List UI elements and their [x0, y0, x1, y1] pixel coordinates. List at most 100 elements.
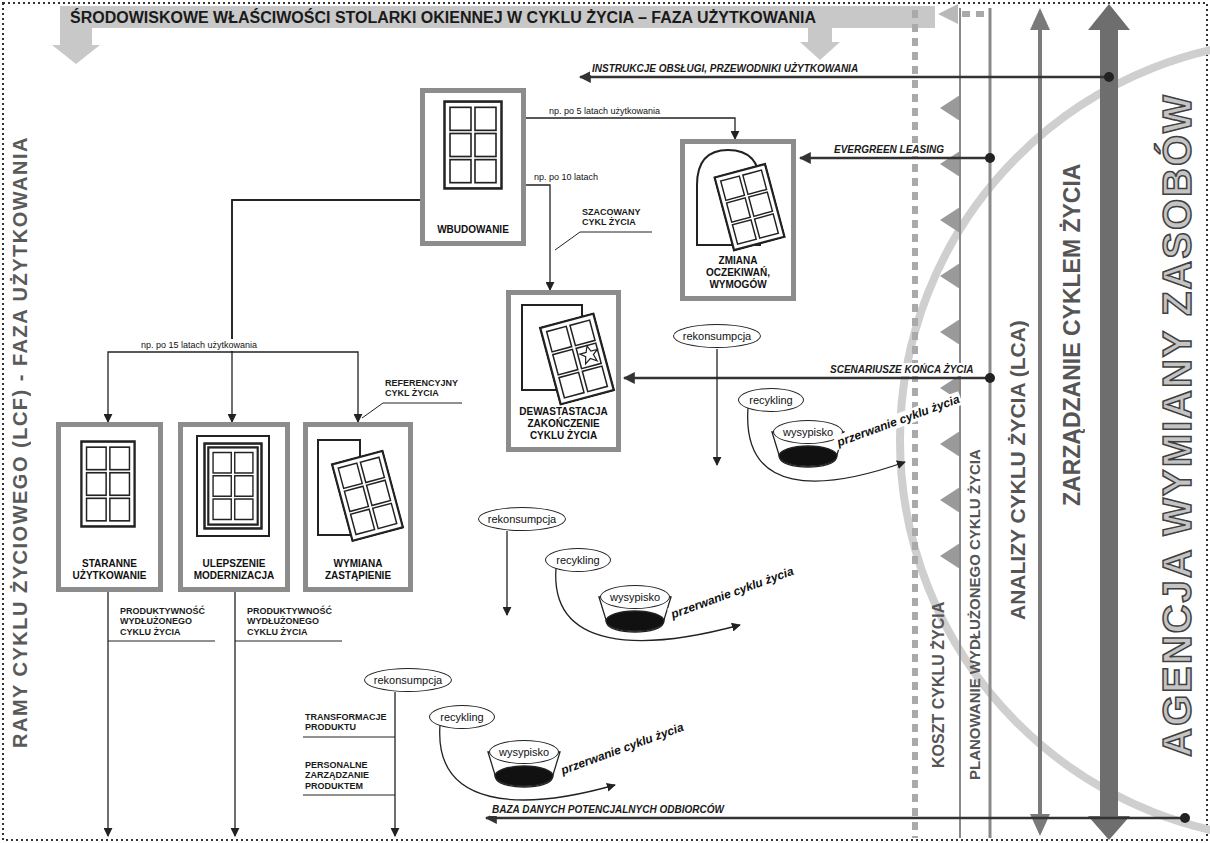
landfill-bucket	[488, 432, 844, 787]
node-text: rekonsumpcja	[488, 513, 556, 525]
oval-node: recykling	[545, 548, 611, 572]
landfill-bucket	[606, 611, 664, 631]
arrow-dot	[1104, 72, 1114, 82]
connector	[526, 185, 550, 290]
info-arrow	[800, 157, 990, 160]
flow-arrow	[394, 692, 395, 836]
arrow-label: EVERGREEN LEASING	[832, 143, 946, 156]
title-arrow	[52, 4, 958, 64]
info-arrow	[486, 77, 1185, 818]
window-drawing	[540, 314, 614, 405]
node-text: WYMIANA ZASTĄPIENIE	[311, 558, 405, 582]
flow-arrow	[234, 592, 235, 836]
arrow-label: INSTRUKCJE OBSŁUGI, PRZEWODNIKI UŻYTKOWA…	[590, 62, 860, 75]
band-label: RAMY CYKLU ŻYCIOWEGO (LCF) - FAZA UŻYTKO…	[6, 70, 34, 815]
note-label: TRANSFORMACJE PRODUKTU	[305, 712, 387, 733]
oval-node: rekonsumpcja	[364, 668, 452, 692]
edge-label: np. po 10 latach	[533, 171, 599, 183]
title-arrow	[52, 6, 935, 64]
band-lines	[1030, 8, 1050, 30]
title-arrow	[800, 28, 840, 60]
leader-line	[303, 737, 395, 738]
leader-line	[108, 232, 652, 795]
oval-node: rekonsumpcja	[673, 324, 761, 348]
node-text: rekonsumpcja	[374, 674, 442, 686]
note-label: PERSONALNE ZARZĄDZANIE PRODUKTEM	[305, 760, 387, 791]
note-label: REFERENCYJNY CYKL ŻYCIA	[385, 378, 465, 399]
window-box: ULEPSZENIE MODERNIZACJA	[178, 422, 290, 592]
band-lines	[959, 8, 961, 838]
diagram-title: ŚRODOWISKOWE WŁAŚCIWOŚCI STOLARKI OKIENN…	[70, 8, 816, 28]
window-box: WBUDOWANIE	[420, 88, 526, 246]
dotted-boundary	[915, 10, 990, 838]
node-text: wysypisko	[783, 426, 833, 438]
note-label: PRODUKTYWNOŚĆ WYDŁUŻONEGO CYKLU ŻYCIA	[247, 606, 342, 637]
note-label: SZACOWANY CYKL ŻYCIA	[582, 207, 654, 228]
break-label: przerwanie cyklu życia	[667, 563, 797, 622]
node-text: DEWASTASTACJA ZAKOŃCZENIE CYKLU ŻYCIA	[514, 406, 613, 442]
oval-node: wysypisko	[600, 585, 670, 609]
arrow-dot	[985, 373, 995, 383]
window-box: WYMIANA ZASTĄPIENIE	[303, 422, 413, 592]
node-text: recykling	[440, 711, 483, 723]
band-label: ZARZĄDZANIE CYKLEM ŻYCIA	[1055, 130, 1089, 540]
band-label: KOSZT CYKLU ŻYCIA	[928, 575, 950, 795]
node-text: wysypisko	[499, 746, 549, 758]
window-box: ZMIANA OCZEKIWAŃ, WYMOGÓW	[680, 139, 796, 301]
arrow-label: BAZA DANYCH POTENCJALNYCH ODBIORCÓW	[490, 803, 726, 816]
oval-node: wysypisko	[773, 420, 843, 444]
node-text: ZMIANA OCZEKIWAŃ, WYMOGÓW	[688, 255, 788, 291]
title-arrow	[938, 4, 958, 24]
window-box: DEWASTASTACJA ZAKOŃCZENIE CYKLU ŻYCIA	[506, 290, 621, 452]
oval-node: recykling	[738, 388, 804, 412]
cycle-arc	[900, 40, 1210, 840]
oval-node: rekonsumpcja	[478, 507, 566, 531]
flow-arrow	[716, 349, 717, 465]
edge-label: np. po 5 latach użytkowania	[548, 105, 661, 117]
info-arrow	[486, 817, 1185, 820]
window-drawing	[540, 314, 614, 405]
node-text: STARANNE UŻYTKOWANIE	[64, 558, 155, 582]
arrow-dot	[1180, 813, 1190, 823]
leader-line	[235, 641, 342, 642]
edge-label: np. po 15 latach użytkowania	[140, 339, 258, 351]
leader-line	[362, 403, 462, 418]
window-drawing	[715, 164, 785, 250]
band-lines	[989, 8, 992, 838]
window-drawing	[205, 444, 262, 529]
band-lines	[1100, 28, 1118, 818]
window-drawing	[197, 436, 269, 536]
arrow-label: SCENARIUSZE KOŃCA ŻYCIA	[828, 363, 976, 376]
node-text: ULEPSZENIE MODERNIZACJA	[186, 558, 282, 582]
note-label: PRODUKTYWNOŚĆ WYDŁUŻONEGO CYKLU ŻYCIA	[120, 606, 215, 637]
landfill-bucket	[495, 766, 553, 786]
band-lines	[940, 4, 1130, 840]
landfill-bucket	[779, 446, 837, 466]
band-lines	[1088, 816, 1130, 840]
leader-line	[108, 641, 215, 642]
band-lines	[1088, 4, 1130, 30]
band-lines	[1038, 26, 1042, 818]
node-text: WBUDOWANIE	[428, 224, 518, 236]
band-label: AGENCJA WYMIANY ZASOBÓW	[1150, 50, 1204, 800]
window-drawing	[578, 344, 600, 365]
band-label: ANALIZY CYKLU ŻYCIA (LCA)	[1003, 270, 1033, 670]
flow-arrow	[506, 531, 507, 615]
break-label: przerwanie cyklu życia	[557, 719, 687, 778]
oval-node: wysypisko	[489, 740, 559, 764]
flow-arrow	[107, 592, 108, 836]
leader-line	[303, 795, 395, 796]
connector	[526, 118, 735, 139]
info-arrow	[580, 76, 1109, 79]
window-drawing	[208, 447, 257, 524]
arrow-dot	[985, 153, 995, 163]
leader-line	[555, 232, 652, 250]
connector	[108, 200, 420, 422]
node-text: recykling	[749, 394, 792, 406]
window-drawing	[332, 451, 403, 541]
node-text: rekonsumpcja	[683, 330, 751, 342]
dotted-frame	[3, 3, 1207, 840]
node-text: wysypisko	[610, 591, 660, 603]
dotted-boundary	[962, 11, 990, 17]
